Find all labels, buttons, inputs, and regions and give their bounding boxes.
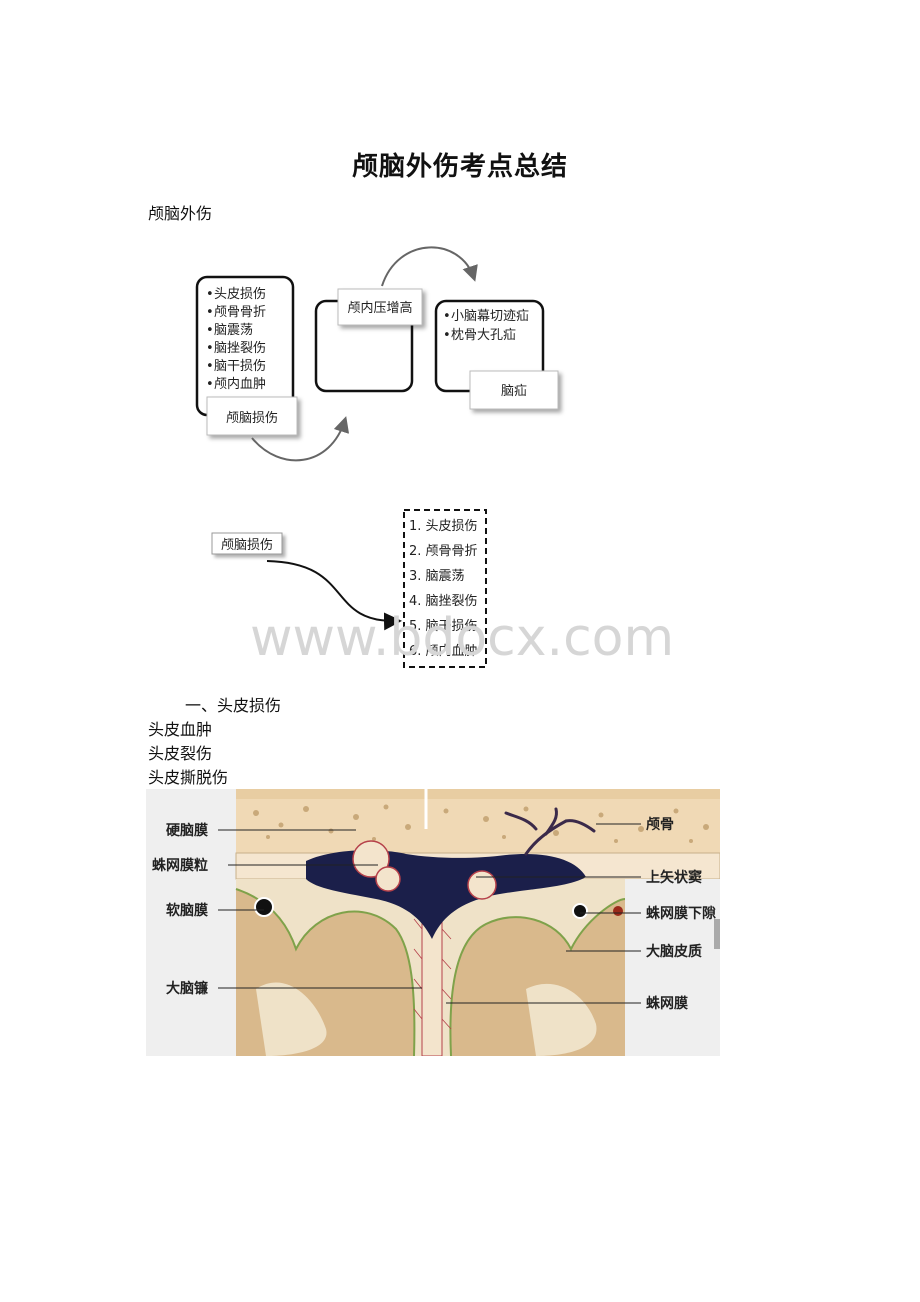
label-falx-cerebri: 大脑镰 xyxy=(166,980,208,997)
middle-label-box xyxy=(337,288,423,326)
section-heading: 一、头皮损伤 xyxy=(185,696,282,715)
list-item: 3. 脑震荡 xyxy=(409,569,465,584)
right-item: • xyxy=(443,328,451,343)
arrow-middle-to-right xyxy=(381,246,478,287)
intro-text: 颅脑外伤 xyxy=(148,204,213,223)
section-item: 头皮撕脱伤 xyxy=(148,768,229,787)
label-dura-mater: 硬脑膜 xyxy=(166,822,208,839)
middle-label: 颅内压增高 xyxy=(347,300,412,316)
source-box xyxy=(211,532,283,555)
list-item: 2. 颅骨骨折 xyxy=(409,544,478,559)
list-item: 6. 颅内血肿 xyxy=(409,643,478,659)
label-pia-mater: 软脑膜 xyxy=(166,902,208,919)
left-item: • xyxy=(206,359,214,374)
arrow-left-to-middle xyxy=(251,416,350,462)
left-item: 脑干损伤 xyxy=(214,359,266,374)
meninges-illustration: 硬脑膜 蛛网膜粒 软脑膜 大脑镰 颅骨 上矢状窦 蛛网膜下隙 大脑皮质 蛛网膜 xyxy=(146,789,720,1056)
label-superior-sagittal-sinus: 上矢状窦 xyxy=(646,869,702,886)
label-cerebral-cortex: 大脑皮质 xyxy=(646,943,702,960)
label-subarachnoid-space: 蛛网膜下隙 xyxy=(646,905,716,922)
watermark: www.bdocx.com xyxy=(250,608,674,668)
page-title: 颅脑外伤考点总结 xyxy=(351,152,568,182)
label-skull: 颅骨 xyxy=(646,816,674,833)
label-arachnoid: 蛛网膜 xyxy=(646,995,688,1012)
skull-layer xyxy=(236,789,720,853)
list-diagram: 颅脑损伤 1. 头皮损伤 2. 颅骨骨折 3. 脑震荡 4. 脑挫裂伤 5. 脑… xyxy=(211,509,487,668)
left-item: • xyxy=(206,341,214,356)
right-label: 脑疝 xyxy=(501,384,527,399)
list-item: 1. 头皮损伤 xyxy=(409,519,478,534)
right-item: • xyxy=(443,309,451,324)
section-item: 头皮裂伤 xyxy=(148,744,213,763)
left-item: 头皮损伤 xyxy=(214,287,266,302)
vessel-left xyxy=(254,897,274,917)
label-arachnoid-granulation: 蛛网膜粒 xyxy=(152,857,208,874)
left-item: 脑震荡 xyxy=(214,323,253,338)
list-item: 5. 脑干损伤 xyxy=(409,619,478,634)
left-item: • xyxy=(206,287,214,302)
section-item: 头皮血肿 xyxy=(148,720,213,739)
curved-arrow xyxy=(266,560,402,631)
right-label-box xyxy=(469,370,559,410)
left-item: • xyxy=(206,323,214,338)
flow-diagram: • • • • • • 头皮损伤 颅骨骨折 脑震荡 脑挫裂伤 脑干损伤 颅内血肿… xyxy=(195,246,559,462)
list-item: 4. 脑挫裂伤 xyxy=(409,594,478,609)
left-item: 颅内血肿 xyxy=(214,376,266,392)
left-item: 颅骨骨折 xyxy=(214,305,266,320)
vessel-right xyxy=(572,903,588,919)
right-item: 小脑幕切迹疝 xyxy=(451,309,529,324)
right-item: 枕骨大孔疝 xyxy=(451,328,516,343)
left-label: 颅脑损伤 xyxy=(226,411,278,426)
dashed-list-box xyxy=(403,509,487,668)
source-label: 颅脑损伤 xyxy=(221,538,273,553)
svg-text:www.bdocx.com: www.bdocx.com xyxy=(250,608,674,668)
left-item: 脑挫裂伤 xyxy=(214,341,266,356)
left-item: • xyxy=(206,305,214,320)
left-item: • xyxy=(206,377,214,392)
left-label-box xyxy=(206,396,298,436)
